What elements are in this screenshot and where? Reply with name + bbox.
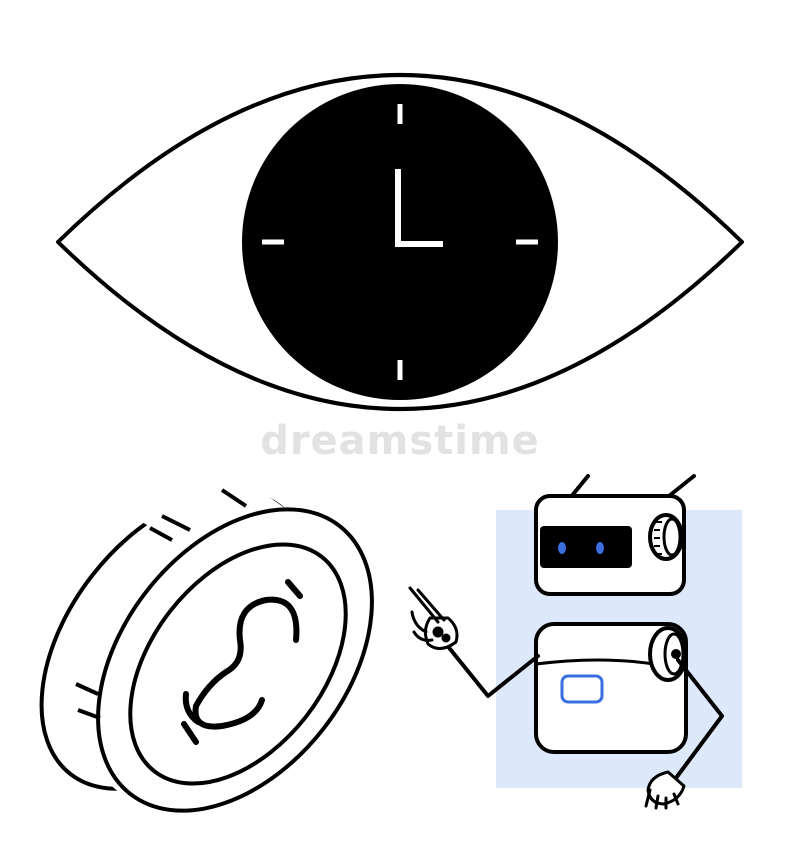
robot-eye-right: [596, 542, 604, 554]
robot-hand-open: [644, 770, 686, 810]
coin-edge: [112, 474, 330, 560]
dollar-sign-icon: [181, 579, 303, 745]
coin-inner-ring: [128, 542, 348, 786]
robot-screen: [560, 674, 604, 704]
robot-body: [534, 622, 688, 754]
coin-ridge: [75, 682, 99, 696]
robot-visor: [540, 526, 632, 568]
robot-arm-right: [644, 658, 724, 810]
coin-ridge: [77, 708, 101, 720]
robot-head: [534, 494, 686, 596]
clock-hands: [395, 169, 443, 247]
robot-eye-left: [558, 542, 566, 554]
eye-icon: [56, 73, 744, 411]
coin-ridge: [149, 526, 173, 542]
robot-icon: [408, 474, 742, 810]
robot-hand-pointing: [408, 586, 459, 650]
coin-icon: [39, 474, 374, 813]
clock-icon: [242, 84, 558, 400]
coin-ridge: [220, 488, 248, 508]
robot-arm-left: [408, 586, 540, 698]
coin-ridge: [161, 514, 191, 532]
robot-shoulder: [648, 626, 688, 682]
robot-ear-dial: [648, 513, 684, 561]
